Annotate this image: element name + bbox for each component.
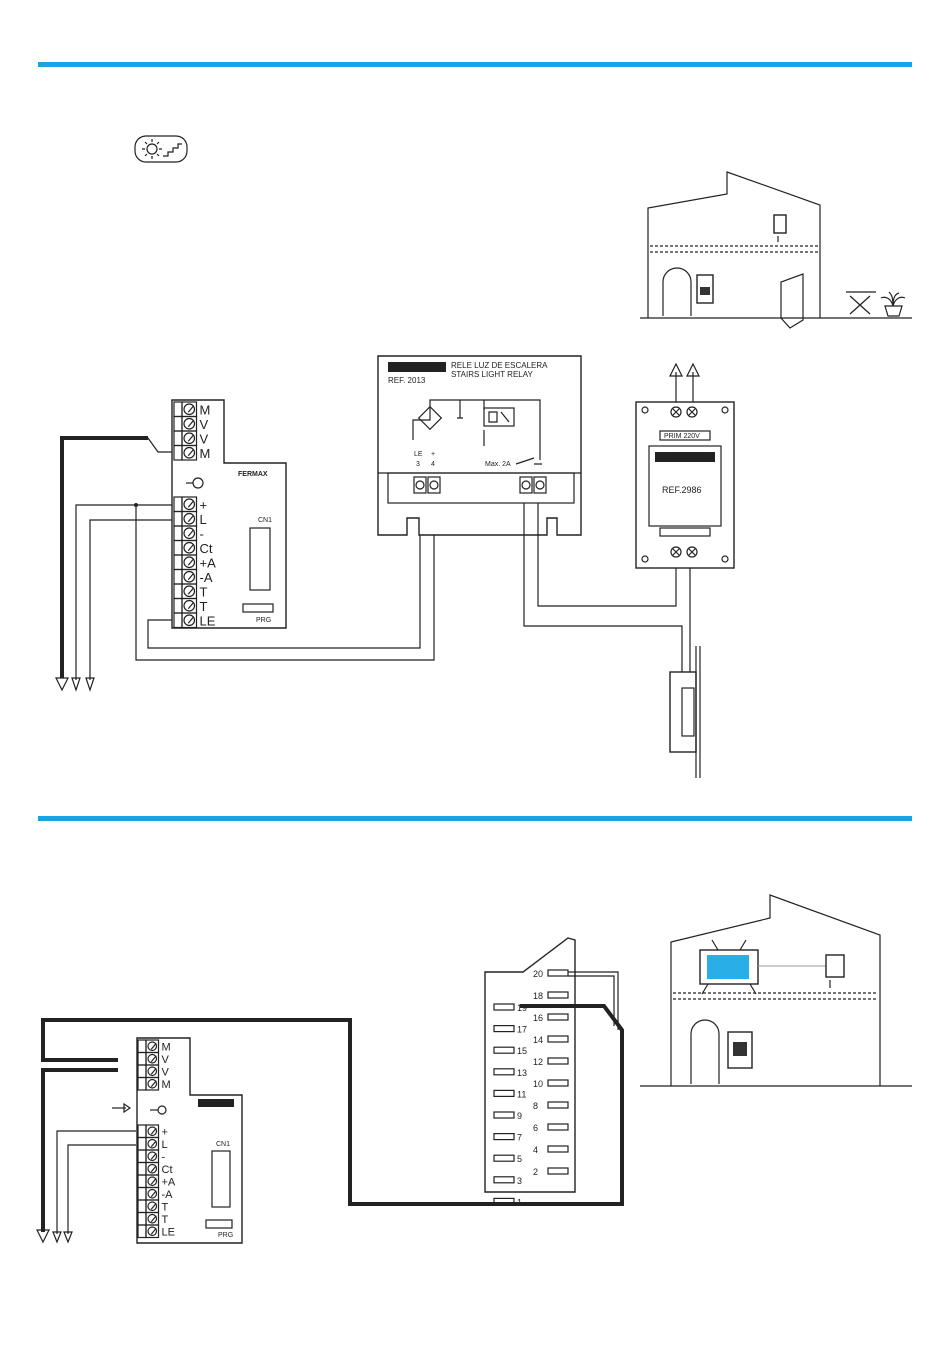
brand-label: FERMAX [238,471,268,478]
stairs-light-icon [135,136,187,162]
terminal-bottom-b-label: LE [162,1227,175,1239]
table-icon [846,292,876,314]
plant-icon [881,292,905,316]
scart-pin-label: 7 [517,1133,522,1143]
scart-pin-label: 2 [533,1167,538,1177]
terminal-top-label: M [200,403,211,418]
terminal-bottom-label: +A [200,556,217,571]
scart-pin-label: 17 [517,1025,527,1035]
brand-label-bottom: FERMAX [200,1100,230,1107]
scart-pin-label: 6 [533,1123,538,1133]
terminal-top-label: M [200,446,211,461]
scart-pin-label: 18 [533,991,543,1001]
scart-pin-label: 15 [517,1046,527,1056]
terminal-bottom-label: + [200,498,208,513]
relay-brand: FERMAX [393,363,427,372]
scart-pin-label: 20 [533,969,543,979]
terminal-top-b-label: V [162,1067,170,1079]
scart-pin-label: 12 [533,1057,543,1067]
prg-label-bottom: PRG [218,1232,233,1239]
tv-icon [700,940,826,994]
terminal-top-b-label: M [162,1079,171,1091]
terminal-top-b-label: V [162,1054,170,1066]
terminal-bottom-b-label: Ct [162,1164,173,1176]
door-icon [781,274,803,328]
scart-pin-label: 3 [517,1176,522,1186]
scart-pin-label: 5 [517,1154,522,1164]
door-lock-icon [670,646,700,778]
terminal-bottom-label: LE [200,614,216,629]
terminal-bottom-b-label: -A [162,1189,174,1201]
power-supply: PRIM 220V FERMAX REF.2986 [636,402,734,568]
psu-brand: FERMAX [667,453,701,462]
terminal-top-label: V [200,417,209,432]
relay-t3: 3 [416,461,420,468]
terminal-bottom-label: -A [200,570,213,585]
arrow-down-1 [56,678,68,690]
prg-label: PRG [256,617,271,624]
stairs-light-relay: FERMAX RELE LUZ DE ESCALERA STAIRS LIGHT… [378,356,581,535]
terminal-bottom-label: Ct [200,541,213,556]
terminal-bottom-label: T [200,599,208,614]
psu-ref: REF.2986 [662,485,702,495]
relay-t4: 4 [431,461,435,468]
terminal-bottom-b-label: + [162,1127,168,1139]
relay-ref: REF. 2013 [388,376,426,385]
relay-title-en: STAIRS LIGHT RELAY [451,370,533,379]
scart-pin-label: 4 [533,1145,538,1155]
scart-pin-label: 13 [517,1068,527,1078]
psu-prim: PRIM 220V [664,433,700,440]
terminal-bottom-label: T [200,585,208,600]
terminal-bottom-label: L [200,512,207,527]
relay-title-es: RELE LUZ DE ESCALERA [451,361,548,370]
house-icon-bottom [640,895,912,1086]
scart-pin-label: 8 [533,1101,538,1111]
relay-le: LE [414,451,423,458]
terminal-bottom-b-label: T [162,1202,169,1214]
terminal-top-b-label: M [162,1042,171,1054]
terminal-bottom-label: - [200,527,204,542]
terminal-top-label: V [200,432,209,447]
house-icon [640,172,912,318]
terminal-bottom-b-label: T [162,1214,169,1226]
scart-pin-label: 16 [533,1013,543,1023]
scart-pin-label: 10 [533,1079,543,1089]
terminal-bottom-b-label: L [162,1139,168,1151]
monitor-icon [826,955,844,988]
terminal-bottom-b-label: - [162,1152,166,1164]
connector-label-bottom: CN1 [216,1141,230,1148]
relay-plus: + [431,451,435,458]
scart-pin-label: 11 [517,1089,526,1099]
terminal-bottom-b-label: +A [162,1177,176,1189]
scart-pin-label: 9 [517,1111,522,1121]
relay-max: Max. 2A [485,461,511,468]
scart-pin-label: 14 [533,1035,543,1045]
connector-label: CN1 [258,517,272,524]
